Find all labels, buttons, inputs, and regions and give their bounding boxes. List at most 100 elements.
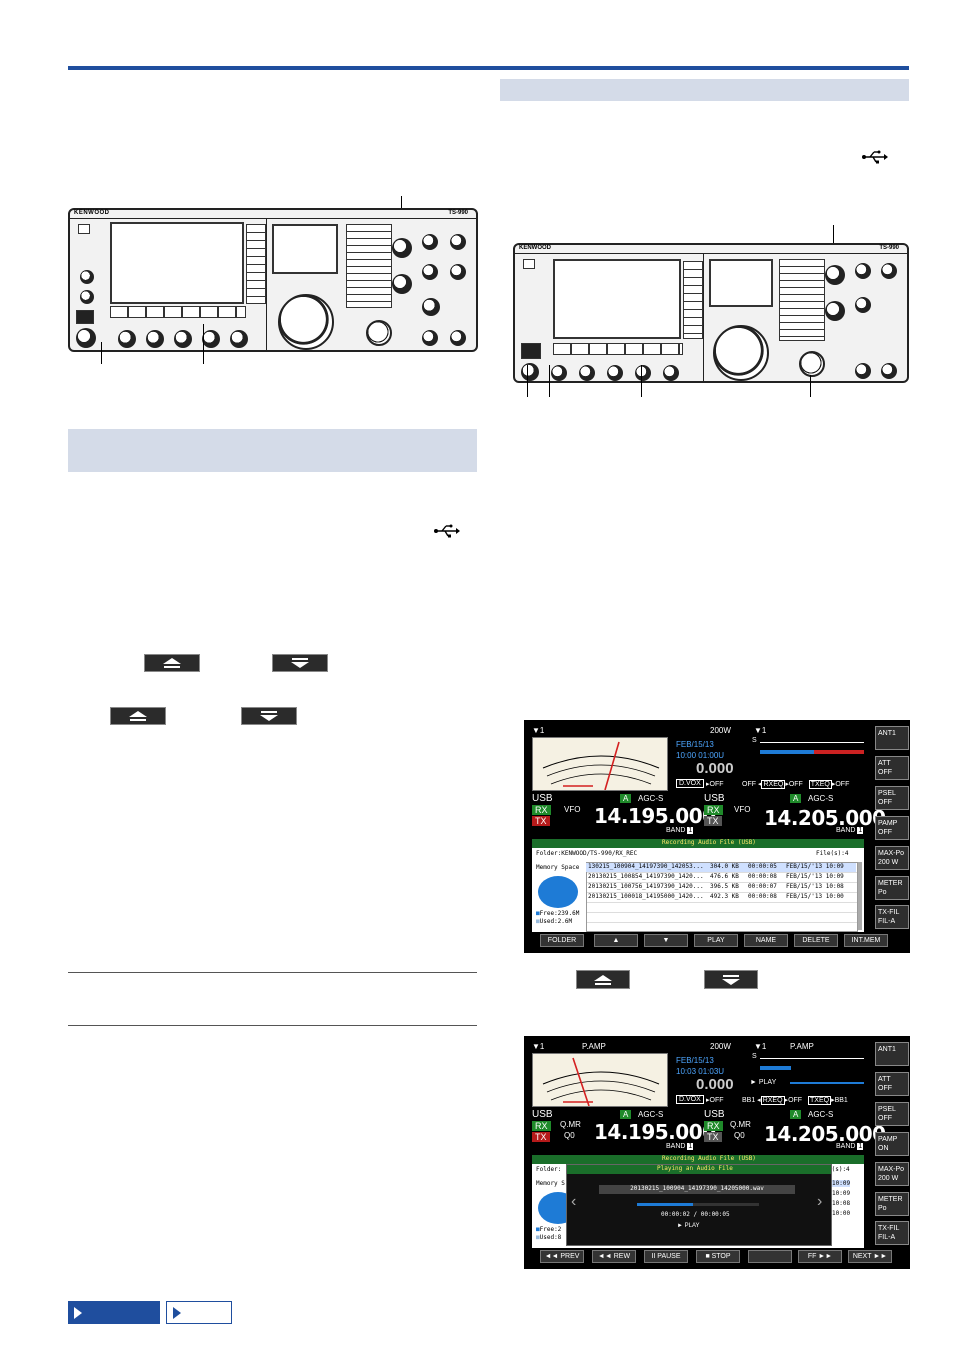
sub-qmr: Q.MR [730,1120,751,1129]
side-key-ant[interactable]: ANT1 [875,1042,909,1066]
time-readout: 10:00 01:00U [676,751,725,760]
callout-line [810,375,811,397]
knob[interactable] [450,330,466,346]
brand-logo: KENWOOD [74,210,110,216]
note-rule-bottom [68,1025,477,1026]
softkey-ff[interactable]: FF ►► [798,1250,842,1263]
down-key-image [704,970,758,989]
model-label: TS-990 [879,245,899,251]
softkey-pause[interactable]: II PAUSE [644,1250,688,1263]
up-key-image [576,970,630,989]
softkey-name[interactable]: NAME [744,934,788,947]
small-knob[interactable] [80,270,94,284]
softkey-prev[interactable]: ◄◄ PREV [540,1250,584,1263]
af-rf-knob[interactable] [825,265,845,285]
multi-knob[interactable] [663,365,679,381]
power-key[interactable] [78,224,90,234]
softkey-down[interactable]: ▼ [644,934,688,947]
multi-knob[interactable] [230,330,248,348]
next-file-arrow[interactable]: › [817,1193,823,1210]
af-rf-knob[interactable] [825,301,845,321]
memory-pie-chart [538,876,578,908]
file-row[interactable]: 20130215_100018_14195000_1420... 492.3 K… [588,893,844,900]
knob[interactable] [855,263,871,279]
usb-port [76,310,94,324]
file-row[interactable]: 20130215_100756_14197390_1420... 396.5 K… [588,883,844,890]
softkey-play[interactable]: PLAY [694,934,738,947]
file-row[interactable]: 20130215_100854_14197390_1420... 476.6 K… [588,873,844,880]
softkey-folder[interactable]: FOLDER [540,934,584,947]
scrollbar[interactable] [858,862,862,930]
af-rf-knob[interactable] [392,238,412,258]
sub-vfo-label: VFO [734,805,751,814]
analog-meter [532,1053,668,1107]
knob[interactable] [450,234,466,250]
multi-knob[interactable] [118,330,136,348]
main-vfo-label: VFO [564,805,581,814]
analog-meter [532,737,668,791]
multi-knob[interactable] [551,365,567,381]
sub-tuning-knob[interactable] [366,320,392,346]
knob[interactable] [855,297,871,313]
knob[interactable] [422,330,438,346]
dvox-label: D.VOX [676,1095,704,1104]
playback-state: ► PLAY [677,1223,700,1229]
softkey-next[interactable]: NEXT ►► [848,1250,892,1263]
file-row[interactable]: 130215_100904_14197390_142053... 304.0 K… [586,863,856,872]
knob[interactable] [422,234,438,250]
small-knob[interactable] [80,290,94,304]
multi-knob[interactable] [174,330,192,348]
sub-agc: AGC-S [808,794,834,803]
radio-body: KENWOOD TS-990 [68,208,478,352]
multi-knob[interactable] [635,365,651,381]
multi-knob[interactable] [202,330,220,348]
main-tuning-knob[interactable] [713,325,769,381]
softkey-stop[interactable]: ■ STOP [696,1250,740,1263]
softkey-up[interactable]: ▲ [594,934,638,947]
nav-button-primary[interactable] [68,1301,160,1324]
multi-knob[interactable] [607,365,623,381]
main-rx-badge: RX [532,1121,551,1131]
af-rf-knob[interactable] [392,274,412,294]
nav-button-secondary[interactable] [166,1301,232,1324]
softkey-int-mem[interactable]: INT.MEM [844,934,888,947]
rit-xit-value: 0.000 [696,760,734,777]
softkey-rew[interactable]: ◄◄ REW [592,1250,636,1263]
knob[interactable] [881,263,897,279]
knob[interactable] [450,264,466,280]
power-key[interactable] [523,259,535,269]
playback-progress [637,1203,759,1206]
prev-file-arrow[interactable]: ‹ [571,1193,577,1210]
free-space: ■Free:2 [536,1226,562,1233]
knob[interactable] [422,264,438,280]
side-key-ant[interactable]: ANT1 [875,726,909,750]
multi-knob[interactable] [579,365,595,381]
s-meter-scale [760,742,864,743]
sub-tuning-knob[interactable] [799,351,825,377]
callout-line [641,365,642,397]
knob[interactable] [422,298,440,316]
playing-dialog: Playing an Audio File ‹ › 20130215_10090… [566,1164,832,1246]
knob[interactable] [881,363,897,379]
softkey-delete[interactable]: DELETE [794,934,838,947]
softkey-blank[interactable] [748,1250,792,1263]
folder-path: Folder:KENWOOD/TS-990/RX_REC [536,850,638,857]
knob[interactable] [855,363,871,379]
main-tuning-knob[interactable] [278,294,334,350]
main-q0: Q0 [564,1131,575,1140]
brand-logo: KENWOOD [519,245,551,251]
multi-knob[interactable] [146,330,164,348]
sub-band-badge: A [790,1110,802,1119]
